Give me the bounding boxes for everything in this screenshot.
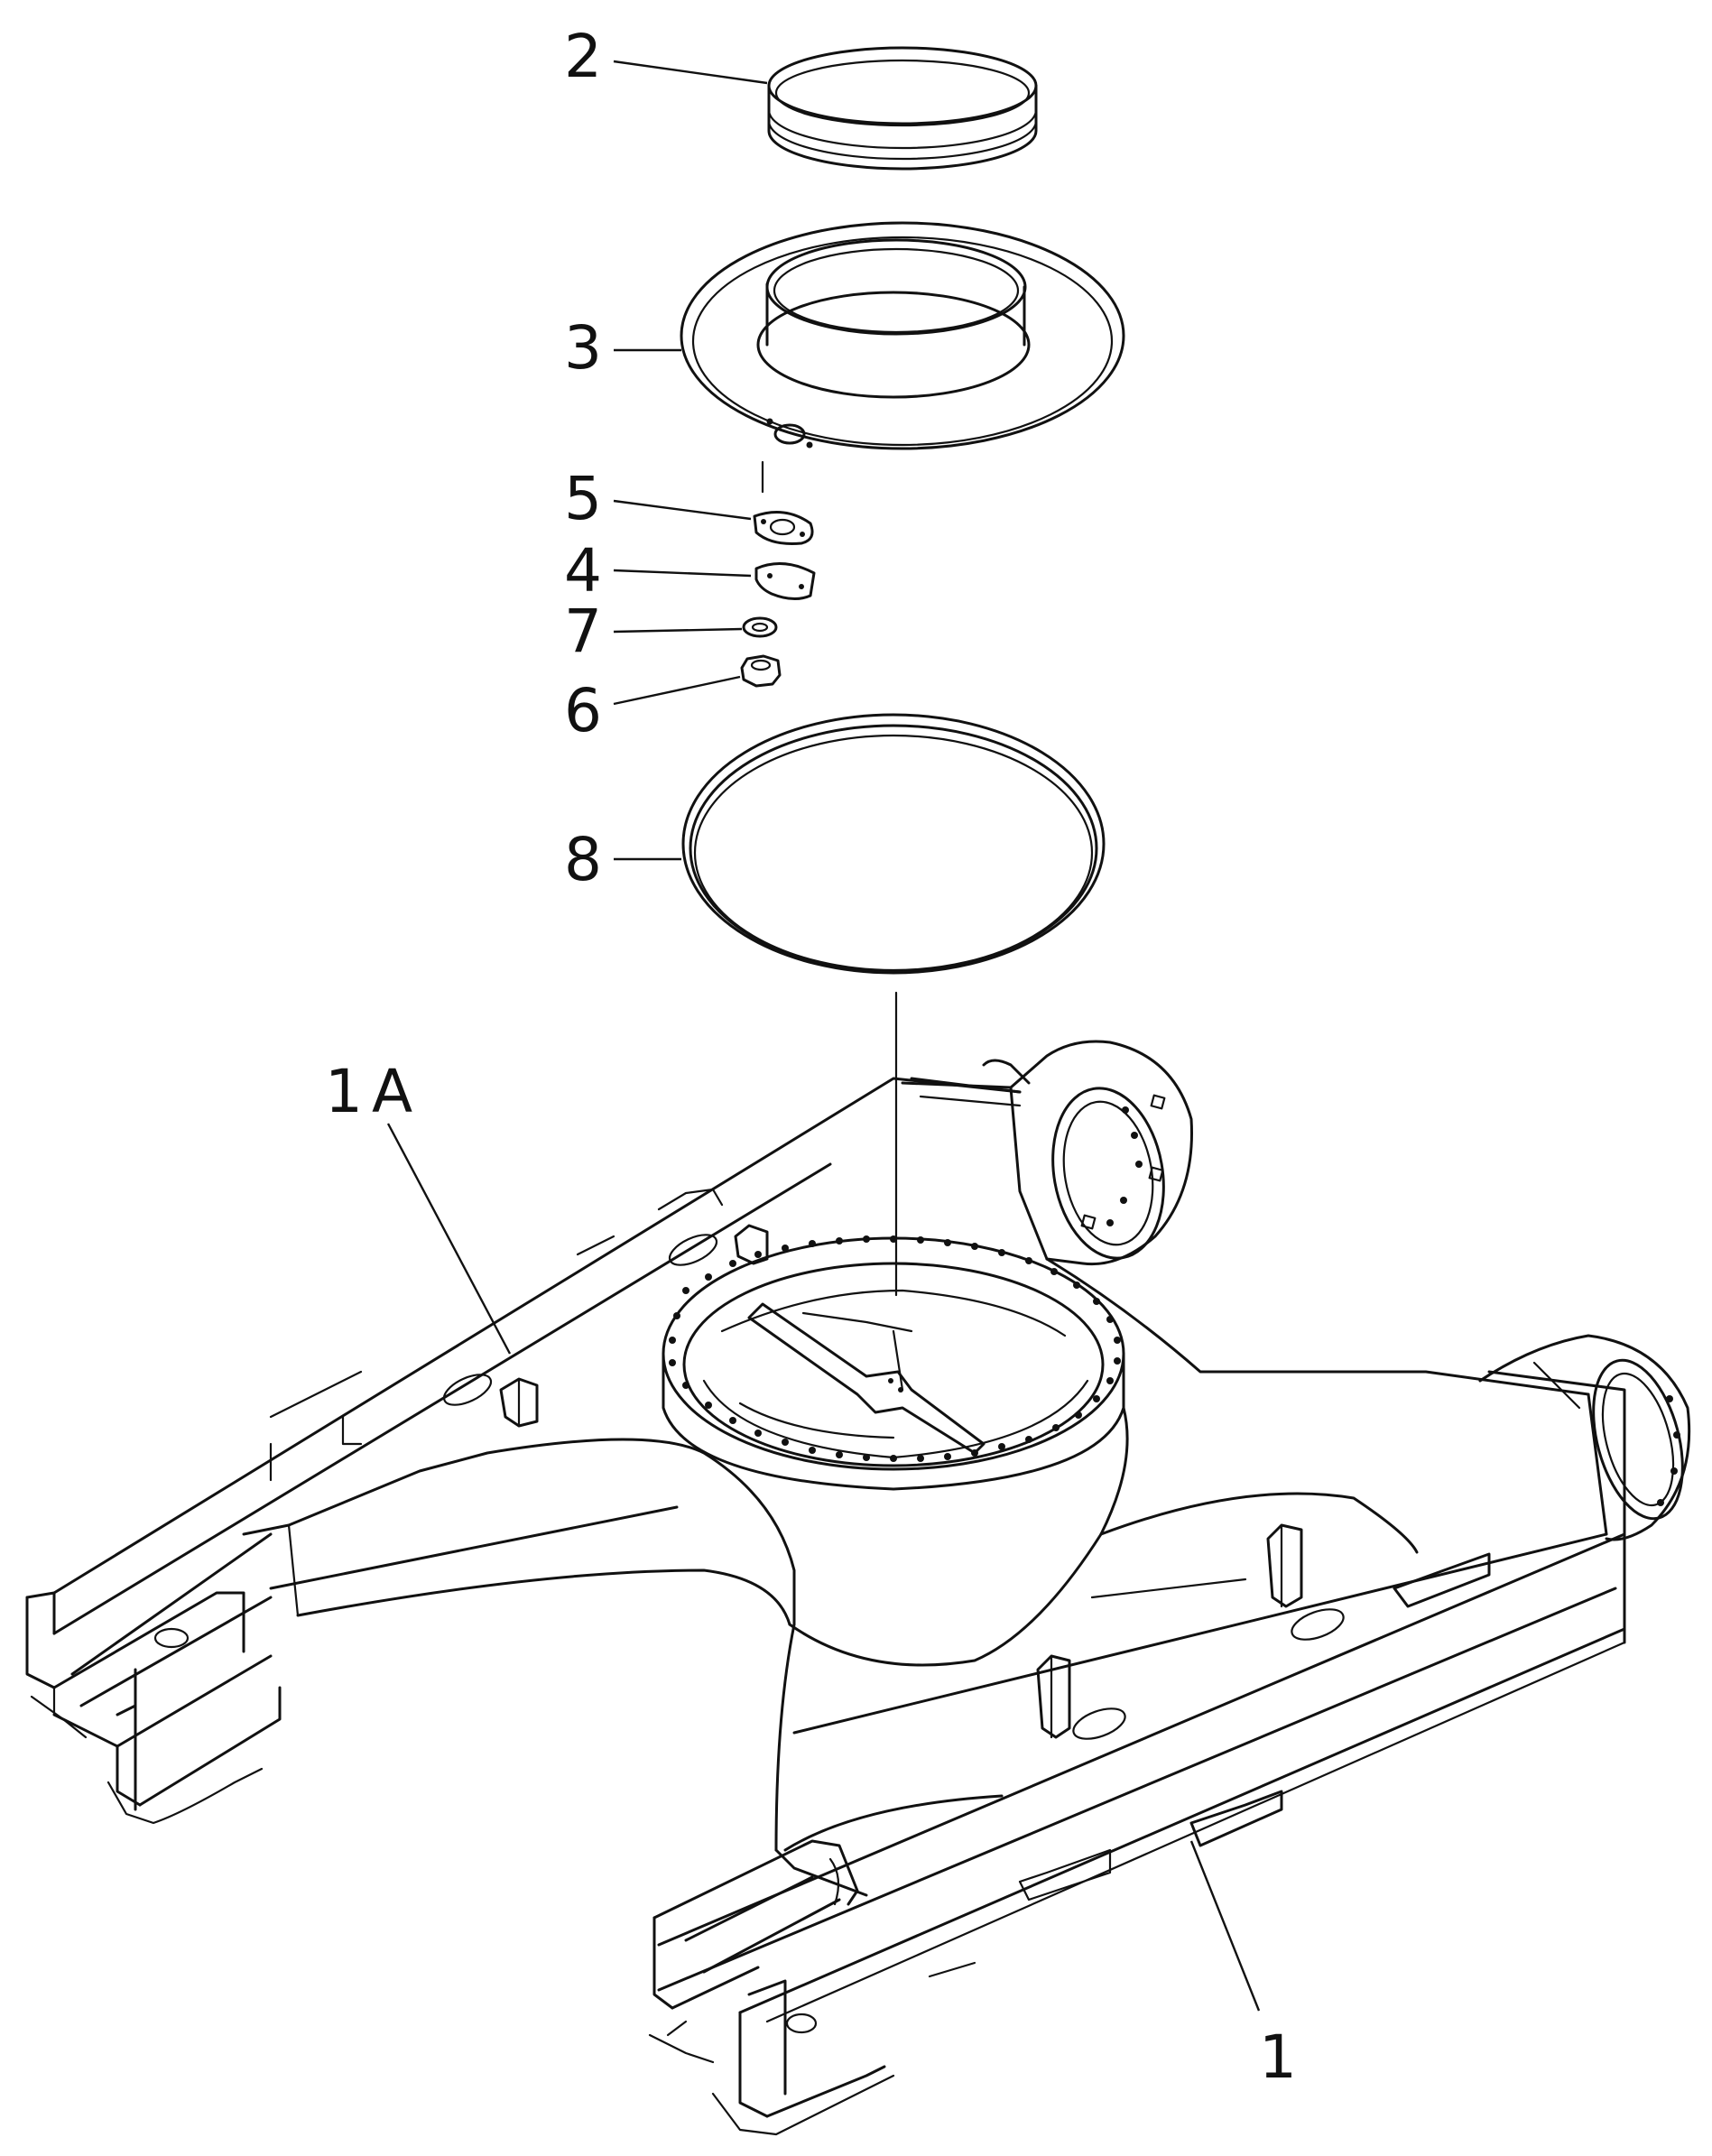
part-5-gasket bbox=[753, 511, 814, 545]
leader-lines bbox=[386, 60, 1261, 2012]
label-part-7: 7 bbox=[564, 597, 602, 666]
part-2-seal-ring bbox=[767, 46, 1038, 171]
label-part-1: 1 bbox=[1259, 2022, 1297, 2092]
label-part-1A: 1A bbox=[325, 1057, 421, 1126]
part-7-washer bbox=[742, 616, 778, 638]
label-part-3: 3 bbox=[564, 313, 602, 383]
part-3-seal-plate bbox=[680, 221, 1125, 494]
bolt-holes bbox=[669, 1235, 1121, 1462]
part-labels: 2 3 5 4 7 6 8 1A 1 bbox=[325, 22, 1297, 2092]
part-4-cover bbox=[754, 562, 816, 600]
label-part-6: 6 bbox=[564, 676, 602, 745]
part-6-nut bbox=[740, 654, 782, 688]
label-part-8: 8 bbox=[564, 825, 602, 894]
part-8-seal-ring bbox=[681, 713, 1106, 975]
label-part-2: 2 bbox=[564, 22, 602, 91]
label-part-4: 4 bbox=[564, 536, 602, 606]
label-part-5: 5 bbox=[564, 464, 602, 533]
part-1-track-frame bbox=[25, 1040, 1691, 2136]
